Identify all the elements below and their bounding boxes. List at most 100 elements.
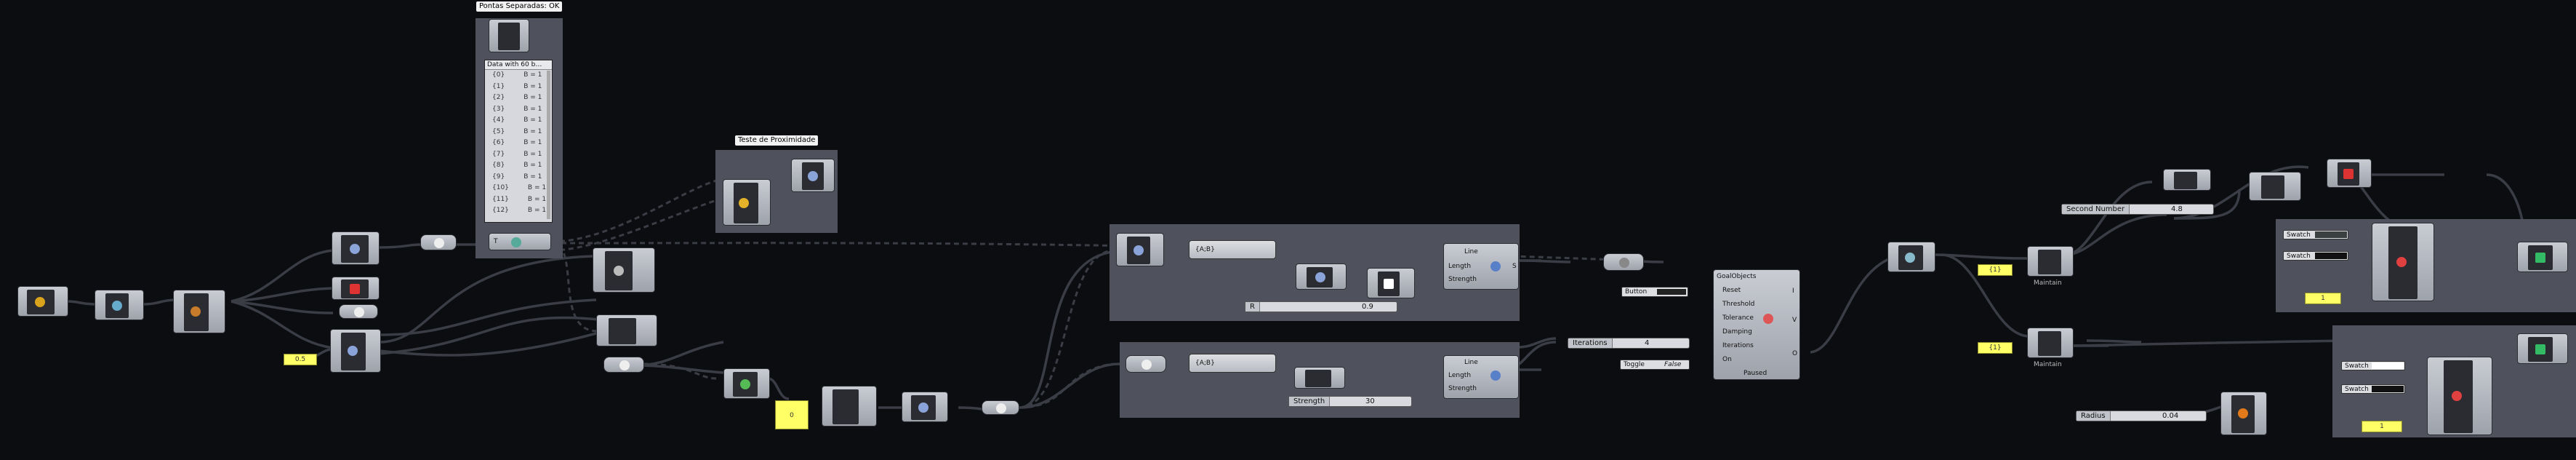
list-row: {4}B = 1	[485, 115, 552, 127]
list-row-value: B = 1	[523, 162, 542, 169]
circle-comp[interactable]	[2220, 392, 2267, 435]
expr-text: {A;B}	[1195, 246, 1215, 253]
line-sdl-comp[interactable]	[822, 386, 877, 427]
length-comp[interactable]	[332, 277, 380, 300]
maintain-comp-1[interactable]	[2027, 246, 2074, 277]
tree-icon	[511, 237, 521, 247]
gate-node-2[interactable]	[339, 304, 378, 319]
list-row-index: {2}	[492, 94, 505, 101]
gate-node-3[interactable]	[982, 400, 1019, 415]
line-icon	[808, 171, 818, 181]
iterations-slider[interactable]: Iterations 4	[1568, 338, 1690, 349]
point-param[interactable]	[17, 286, 68, 317]
curve-eval-comp[interactable]	[332, 231, 380, 265]
goal2-in-strength: Strength	[1448, 385, 1477, 392]
entwine-node[interactable]	[1603, 253, 1644, 271]
item-selector-comp[interactable]	[1887, 242, 1935, 272]
solver-out-o: O	[1792, 350, 1798, 357]
list-row: {1}B = 1	[485, 82, 552, 93]
panel-1c[interactable]: 1	[2305, 293, 2341, 304]
radius-value: 0.04	[2162, 412, 2179, 420]
line-comp-2[interactable]	[1116, 233, 1164, 266]
eval-icon-2	[918, 402, 928, 413]
closest-point-comp[interactable]	[593, 247, 655, 293]
r-slider[interactable]: R 0.9	[1245, 301, 1397, 312]
radius-slider[interactable]: Radius 0.04	[2076, 411, 2207, 421]
list-row: {11}B = 1	[485, 194, 552, 206]
maintain-comp-2[interactable]	[2027, 328, 2074, 358]
swatch-3[interactable]: Swatch	[2341, 361, 2405, 370]
deconstruct-comp[interactable]	[596, 314, 657, 346]
gate-node-5[interactable]	[1126, 355, 1166, 373]
selector-icon	[1905, 253, 1915, 263]
custom-preview-2[interactable]	[2517, 333, 2568, 364]
swatch-1-label: Swatch	[2287, 231, 2311, 239]
swatch-4-color	[2372, 386, 2404, 392]
circle-icon	[2238, 408, 2248, 419]
strength-slider-label: Strength	[1289, 397, 1331, 406]
deconstruct-comp-2[interactable]	[723, 368, 770, 399]
curve-comp-4[interactable]	[1294, 367, 1345, 389]
compare-comp[interactable]	[2249, 172, 2301, 201]
explode-icon	[190, 306, 201, 317]
r-slider-value: 0.9	[1362, 303, 1373, 311]
expression-node-2[interactable]: {A;B}	[1189, 354, 1276, 373]
cull-comp[interactable]	[489, 19, 529, 52]
line-comp-1[interactable]	[791, 159, 835, 192]
cull-pattern-comp[interactable]	[2327, 159, 2372, 188]
length-goal-icon	[1490, 261, 1501, 271]
swatch-1-color	[2315, 231, 2347, 238]
curve-comp-3[interactable]	[1296, 263, 1347, 290]
panel-1a[interactable]: {1}	[1978, 264, 2013, 276]
list-scrollbar[interactable]	[547, 71, 550, 219]
display-material-1[interactable]	[2372, 223, 2434, 301]
line-goal-1[interactable]: Line Length Strength S	[1443, 243, 1519, 290]
list-row: {2}B = 1	[485, 92, 552, 104]
list-row-value: B = 1	[523, 172, 542, 181]
test-node[interactable]: T	[489, 233, 551, 250]
second-number-slider[interactable]: Second Number 4.8	[2061, 204, 2214, 215]
list-row-index: {7}	[492, 150, 505, 158]
line-goal-2[interactable]: Line Length Strength	[1443, 355, 1519, 399]
times-icon	[1384, 279, 1394, 289]
list-row-value: B = 1	[527, 184, 547, 191]
evaluate-comp-2[interactable]	[902, 392, 948, 422]
list-row: {12}B = 1	[485, 205, 552, 217]
gate-node-1[interactable]	[420, 234, 457, 250]
expression-node-1[interactable]: {A;B}	[1189, 240, 1276, 259]
swatch-2[interactable]: Swatch	[2283, 251, 2348, 261]
multiply-comp[interactable]	[1367, 268, 1415, 298]
solver-out-v: V	[1792, 317, 1797, 324]
explode-comp[interactable]	[173, 290, 225, 333]
iterations-slider-value: 4	[1645, 339, 1650, 347]
panel-1d[interactable]: 1	[2362, 421, 2402, 432]
display-material-2[interactable]	[2427, 357, 2492, 435]
custom-preview-1[interactable]	[2517, 242, 2568, 272]
data-list-panel[interactable]: Data with 60 b… {0}B = 1{1}B = 1{2}B = 1…	[484, 60, 553, 223]
list-row: {7}B = 1	[485, 149, 552, 161]
gate-node-4[interactable]	[603, 357, 644, 373]
goal1-in-line: Line	[1464, 248, 1478, 255]
solver-input-damping: Damping	[1722, 328, 1752, 336]
swatch-4[interactable]: Swatch	[2341, 384, 2405, 394]
proximity-comp[interactable]	[723, 179, 771, 226]
strength-slider[interactable]: Strength 30	[1288, 396, 1412, 407]
swatch-1[interactable]: Swatch	[2283, 230, 2348, 239]
curve-top-comp[interactable]	[2163, 169, 2211, 191]
swatch-4-label: Swatch	[2345, 386, 2369, 393]
evaluate-curve-comp[interactable]	[330, 329, 381, 373]
panel-1b[interactable]: {1}	[1978, 342, 2013, 354]
goal2-in-length: Length	[1448, 372, 1472, 379]
toggle-value: False	[1664, 361, 1682, 368]
panel-0-5[interactable]: 0.5	[284, 354, 317, 365]
strength-slider-value: 30	[1365, 397, 1375, 405]
reset-button[interactable]: Button	[1621, 287, 1688, 297]
on-toggle[interactable]: Toggle False	[1620, 360, 1690, 370]
panel-0[interactable]: 0	[775, 400, 808, 429]
construct-point-comp[interactable]	[95, 290, 144, 320]
list-row: {0}B = 1	[485, 70, 552, 82]
solver-input-tolerance: Tolerance	[1722, 314, 1754, 322]
t-label: T	[494, 238, 498, 245]
